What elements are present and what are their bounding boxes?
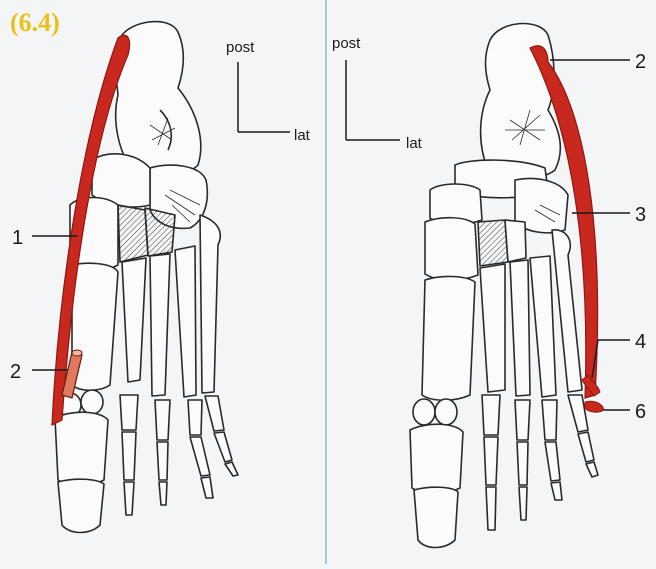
metatarsal-5 [200, 215, 220, 393]
post-label: post [226, 39, 255, 56]
proximal-phalanx-1 [55, 412, 108, 486]
callout-3: 3 [635, 204, 646, 226]
orientation-indicator-right: post lat [332, 35, 423, 152]
post-label: post [332, 35, 361, 52]
left-foot-skeleton [55, 22, 238, 533]
sesamoid [413, 399, 435, 425]
callout-2: 2 [10, 361, 21, 383]
sesamoid [435, 399, 457, 425]
calcaneus [481, 24, 561, 179]
metatarsal-1 [72, 263, 118, 390]
lat-label: lat [406, 135, 423, 152]
metatarsal-4 [175, 246, 196, 397]
tendon-insertion-6 [585, 401, 604, 412]
proximal-phalanx-1 [410, 424, 463, 494]
metatarsal-5 [552, 230, 582, 392]
lat-label: lat [294, 127, 311, 144]
intermediate-cuneiform [478, 220, 508, 266]
metatarsal-1 [422, 276, 475, 400]
medial-cuneiform [425, 218, 478, 280]
callout-6: 6 [635, 401, 646, 423]
figure-number: (6.4) [10, 8, 60, 38]
callout-1: 1 [12, 227, 23, 249]
orientation-indicator-left: post lat [226, 39, 311, 144]
sesamoid [81, 390, 103, 414]
distal-phalanx-1 [58, 479, 104, 532]
metatarsal-3 [510, 260, 530, 396]
lateral-cuneiform [505, 220, 526, 262]
metatarsal-3 [150, 254, 170, 396]
metatarsal-2 [480, 264, 505, 392]
distal-phalanx-1 [414, 487, 458, 547]
callout-2: 2 [635, 51, 646, 73]
metatarsal-4 [530, 256, 556, 397]
intermediate-cuneiform [118, 205, 148, 262]
metatarsal-2 [122, 258, 146, 382]
callout-4: 4 [635, 331, 646, 353]
lateral-cuneiform [145, 208, 175, 256]
